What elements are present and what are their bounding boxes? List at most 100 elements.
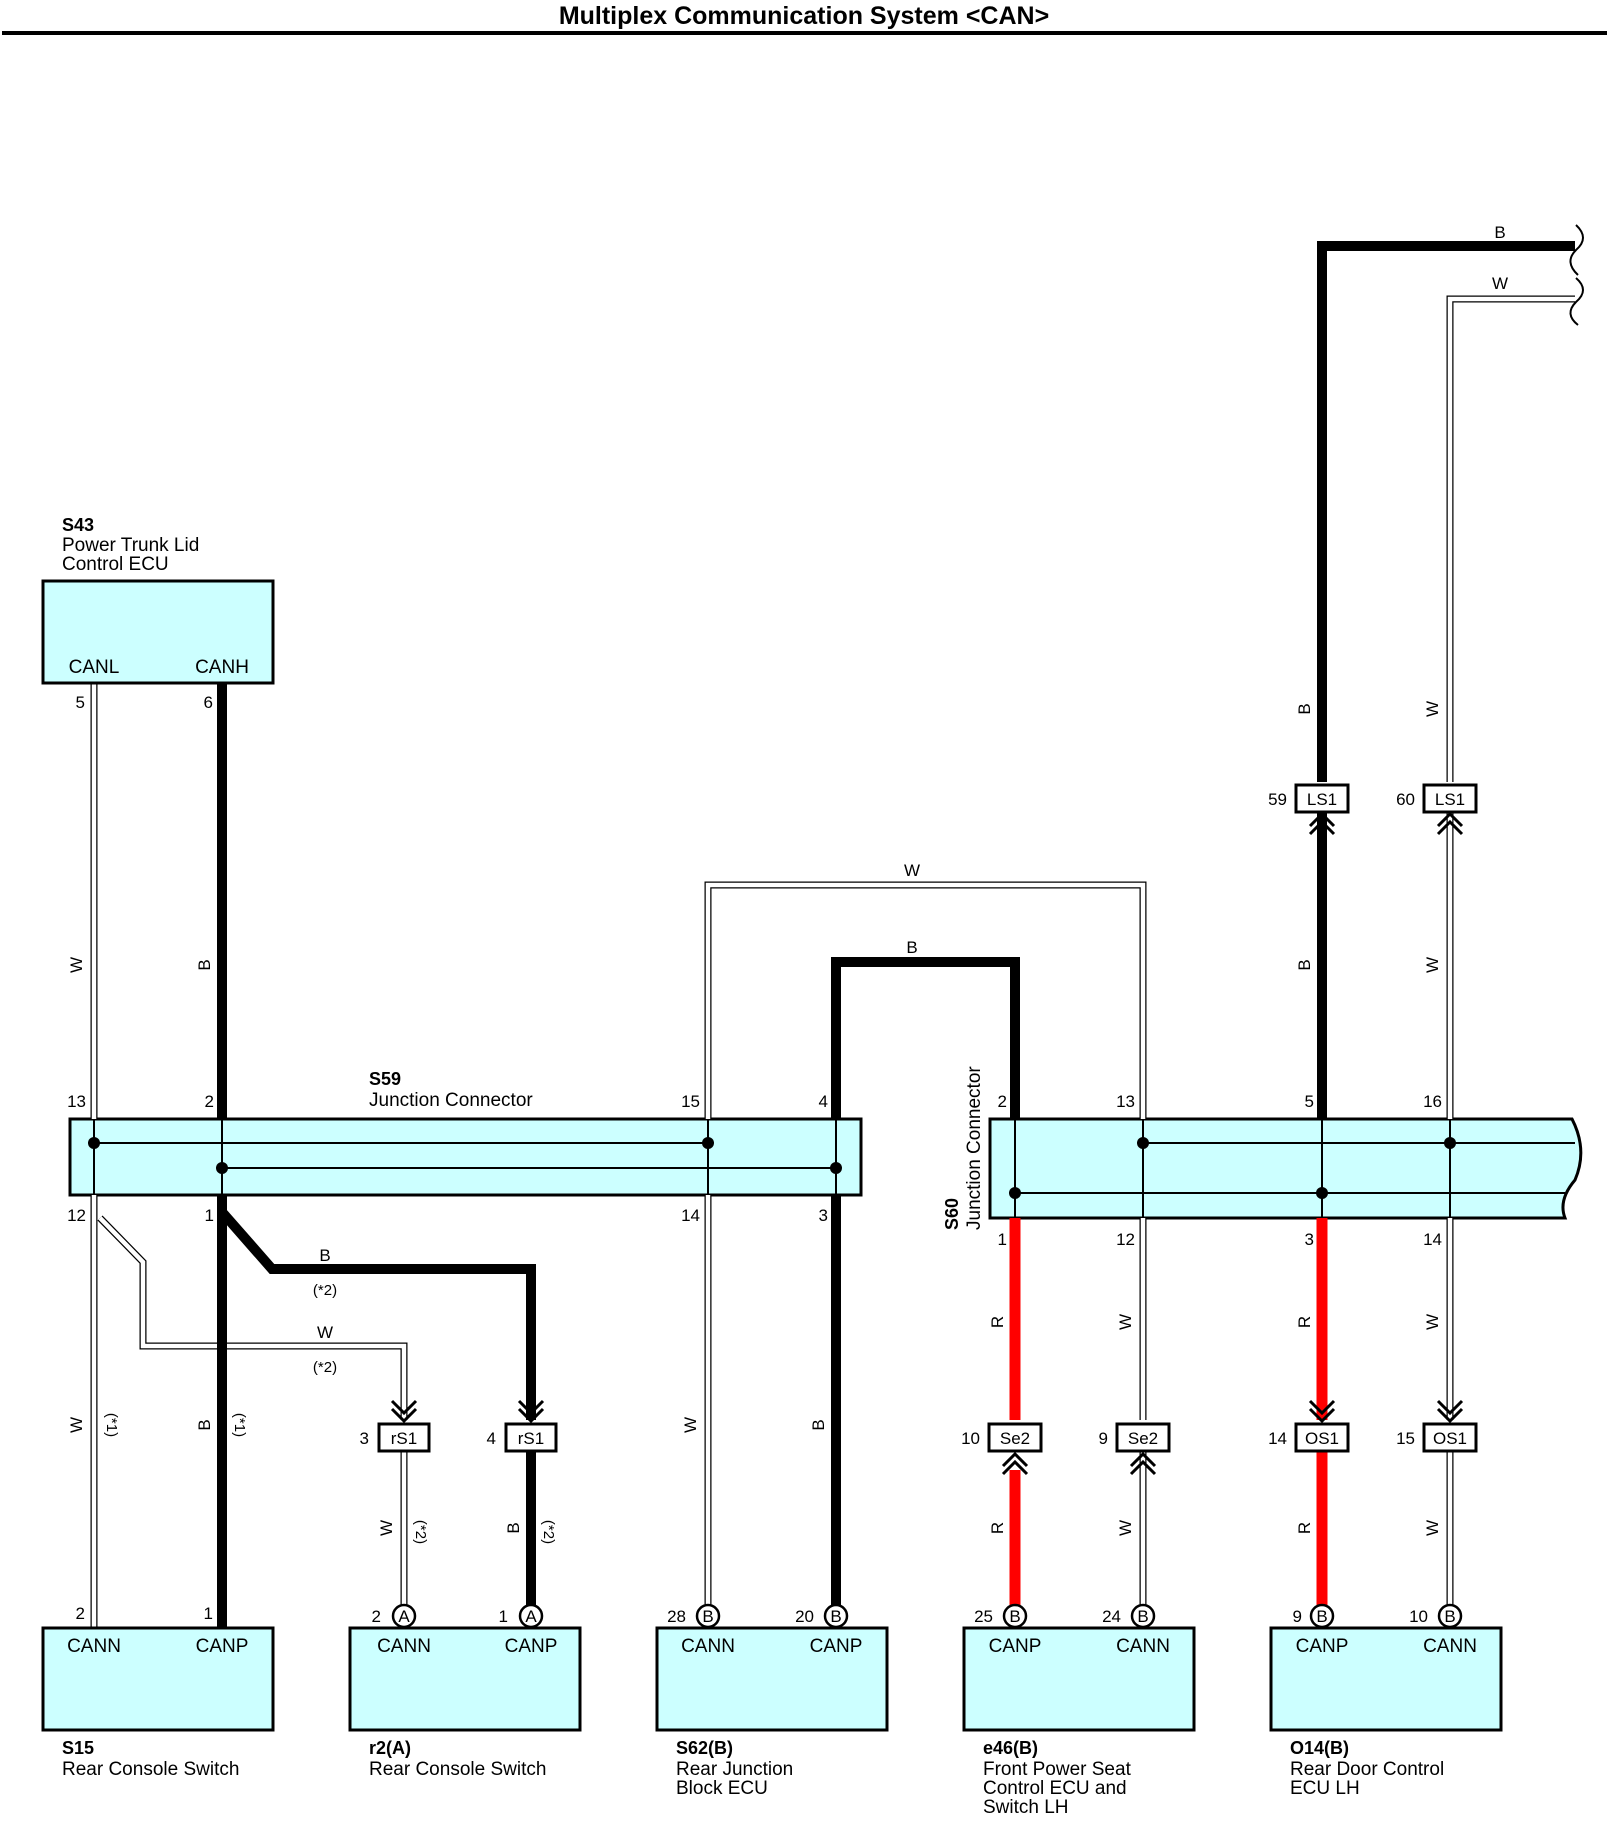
- svg-text:B: B: [195, 959, 214, 970]
- s62-component: CANN CANP 28 20 B B S62(B) Rear Junction…: [655, 1603, 889, 1799]
- svg-text:(*2): (*2): [313, 1359, 337, 1376]
- e46-component: CANP CANN 25 24 B B e46(B) Front Power S…: [962, 1603, 1196, 1818]
- connector-arrows: [390, 811, 1464, 1476]
- svg-text:W: W: [681, 1417, 700, 1433]
- svg-text:R: R: [988, 1522, 1007, 1534]
- svg-text:1: 1: [204, 1604, 213, 1623]
- s60-junction-box: [988, 1117, 1583, 1220]
- svg-text:B: B: [504, 1522, 523, 1533]
- svg-text:3: 3: [360, 1429, 369, 1448]
- svg-text:6: 6: [204, 693, 213, 712]
- svg-text:W: W: [1116, 1314, 1135, 1330]
- white-wires: [90, 295, 1575, 1628]
- svg-text:S62(B): S62(B): [676, 1738, 733, 1758]
- svg-text:O14(B): O14(B): [1290, 1738, 1349, 1758]
- red-wires: [1009, 1218, 1328, 1612]
- svg-text:9: 9: [1293, 1607, 1302, 1626]
- svg-text:(*2): (*2): [313, 1282, 337, 1299]
- svg-text:60: 60: [1396, 790, 1415, 809]
- svg-text:S15: S15: [62, 1738, 94, 1758]
- o14-component: CANP CANN 9 10 B B O14(B) Rear Door Cont…: [1269, 1603, 1503, 1799]
- svg-text:OS1: OS1: [1305, 1429, 1339, 1448]
- svg-text:4: 4: [819, 1092, 828, 1111]
- svg-text:12: 12: [1116, 1230, 1135, 1249]
- svg-text:S59: S59: [369, 1069, 401, 1089]
- s60-splice-dot: [1316, 1187, 1328, 1199]
- svg-text:14: 14: [681, 1206, 700, 1225]
- svg-text:3: 3: [1305, 1230, 1314, 1249]
- svg-text:B: B: [906, 938, 917, 957]
- svg-text:15: 15: [681, 1092, 700, 1111]
- option-notes: (*1) (*1) (*2) (*2) (*2) (*2): [103, 1282, 557, 1544]
- svg-text:B: B: [1494, 223, 1505, 242]
- rs1-connector-b: rS1 4: [487, 1422, 558, 1453]
- svg-text:20: 20: [795, 1607, 814, 1626]
- svg-text:59: 59: [1268, 790, 1287, 809]
- svg-text:2: 2: [205, 1092, 214, 1111]
- svg-text:R: R: [1295, 1316, 1314, 1328]
- svg-text:CANN: CANN: [1423, 1636, 1477, 1657]
- svg-text:10: 10: [1409, 1607, 1428, 1626]
- s59-junction-box: [68, 1117, 863, 1197]
- svg-text:B: B: [1295, 703, 1314, 714]
- svg-text:2: 2: [372, 1607, 381, 1626]
- svg-text:25: 25: [974, 1607, 993, 1626]
- svg-text:W: W: [1423, 1314, 1442, 1330]
- se2-connector-b: Se2 9: [1099, 1422, 1171, 1453]
- svg-text:OS1: OS1: [1433, 1429, 1467, 1448]
- svg-text:B: B: [702, 1607, 713, 1626]
- ls1-connector-a: LS1 59: [1268, 783, 1350, 814]
- svg-text:Block ECU: Block ECU: [676, 1778, 768, 1799]
- svg-text:B: B: [195, 1419, 214, 1430]
- svg-text:CANP: CANP: [505, 1636, 558, 1657]
- svg-text:W: W: [1116, 1520, 1135, 1536]
- svg-text:S60: S60: [942, 1198, 962, 1230]
- svg-text:CANL: CANL: [69, 657, 120, 678]
- wire-break-mark: [1569, 224, 1584, 276]
- os1-connector-a: OS1 14: [1268, 1422, 1350, 1453]
- svg-text:3: 3: [819, 1206, 828, 1225]
- svg-text:W: W: [317, 1323, 333, 1342]
- svg-text:B: B: [319, 1246, 330, 1265]
- svg-text:2: 2: [998, 1092, 1007, 1111]
- svg-text:CANN: CANN: [67, 1636, 121, 1657]
- ls1-connector-b: LS1 60: [1396, 783, 1478, 814]
- svg-text:W: W: [1492, 274, 1508, 293]
- svg-text:W: W: [1423, 957, 1442, 973]
- s59-splice-dot: [702, 1137, 714, 1149]
- svg-text:Rear Door Control: Rear Door Control: [1290, 1759, 1444, 1780]
- svg-text:Power Trunk Lid: Power Trunk Lid: [62, 535, 199, 556]
- page-title: Multiplex Communication System <CAN>: [559, 2, 1049, 30]
- svg-text:Switch LH: Switch LH: [983, 1797, 1069, 1818]
- s59-splice-dot: [216, 1162, 228, 1174]
- svg-text:Rear Junction: Rear Junction: [676, 1759, 793, 1780]
- svg-text:13: 13: [1116, 1092, 1135, 1111]
- svg-text:5: 5: [1305, 1092, 1314, 1111]
- s60-splice-dot: [1009, 1187, 1021, 1199]
- svg-text:A: A: [398, 1607, 410, 1626]
- svg-text:A: A: [525, 1607, 537, 1626]
- r2-component: CANN CANP 2 1 A A r2(A) Rear Console Swi…: [348, 1603, 582, 1780]
- svg-text:2: 2: [76, 1604, 85, 1623]
- svg-text:B: B: [1009, 1607, 1020, 1626]
- s59-splice-dot: [830, 1162, 842, 1174]
- svg-text:15: 15: [1396, 1429, 1415, 1448]
- svg-text:CANP: CANP: [810, 1636, 863, 1657]
- svg-text:CANP: CANP: [196, 1636, 249, 1657]
- svg-text:(*1): (*1): [231, 1413, 248, 1437]
- svg-text:B: B: [1137, 1607, 1148, 1626]
- svg-text:LS1: LS1: [1435, 790, 1465, 809]
- svg-text:Junction Connector: Junction Connector: [964, 1066, 985, 1230]
- svg-text:W: W: [1423, 701, 1442, 717]
- s59-labels: S59 Junction Connector 13 2 15 4 12 1 14…: [67, 1069, 828, 1225]
- wire-color-labels: B W W B B W W B W B W B W B R W R W B W …: [67, 223, 1508, 1536]
- rs1-connector-a: rS1 3: [360, 1422, 431, 1453]
- se2-connector-a: Se2 10: [961, 1422, 1043, 1453]
- svg-text:rS1: rS1: [391, 1429, 417, 1448]
- svg-text:Control ECU: Control ECU: [62, 554, 169, 575]
- svg-text:W: W: [1423, 1520, 1442, 1536]
- svg-text:(*1): (*1): [103, 1413, 120, 1437]
- svg-text:Junction Connector: Junction Connector: [369, 1090, 533, 1111]
- svg-text:5: 5: [76, 693, 85, 712]
